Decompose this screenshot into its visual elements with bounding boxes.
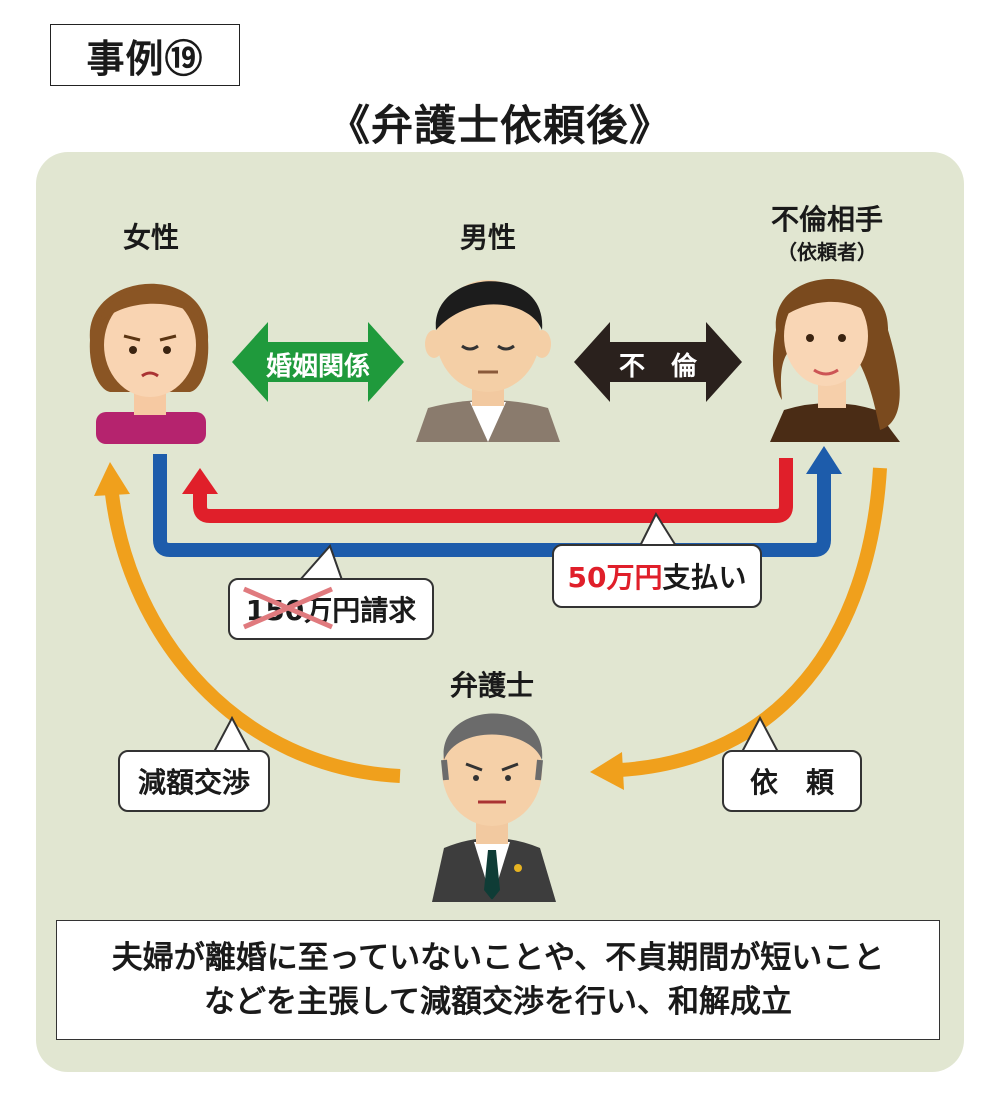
request-callout: 依 頼 [722,750,862,812]
claim-suffix: 請求 [360,594,417,627]
summary-line-2: などを主張して減額交渉を行い、和解成立 [203,984,793,1020]
lawyer-label: 弁護士 [449,669,534,702]
claim-amount-wrap: 150万円 [242,586,360,630]
strikethrough-cross [242,586,333,630]
man-label: 男性 [459,221,516,254]
man-figure [416,280,560,442]
claim-route-arrow [153,454,831,557]
payment-route-arrow [193,458,793,523]
claim-route-arrowhead [806,446,842,474]
negotiation-arrowhead [94,462,130,496]
marriage-arrow [232,322,404,402]
marriage-label: 婚姻関係 [265,352,370,382]
woman-label: 女性 [122,221,179,254]
payment-suffix: 支払い [662,561,747,594]
payment-route-arrowhead [182,468,218,494]
page-title: 《弁護士依頼後》 [327,101,672,150]
claim-callout: 150万円 請求 [228,578,434,640]
negotiation-callout-tail [213,715,251,753]
claim-callout-tail [299,544,343,581]
request-arrow [619,467,887,777]
summary-line-1: 夫婦が離婚に至っていないことや、不貞期間が短いこと [111,940,885,976]
summary-box: 夫婦が離婚に至っていないことや、不貞期間が短いこと などを主張して減額交渉を行い… [56,920,940,1040]
request-callout-tail [741,715,779,753]
lawyer-figure [432,713,556,902]
payment-callout: 50万円支払い [552,544,762,608]
affair-arrow [574,322,742,402]
negotiation-callout: 減額交渉 [118,750,270,812]
affair-partner-label: 不倫相手 [770,203,883,236]
woman-figure [89,283,209,444]
payment-amount: 50万円 [567,561,663,594]
affair-partner-note: （依頼者） [777,240,877,264]
affair-label: 不 倫 [618,352,697,382]
negotiation-arrow [105,493,401,783]
payment-callout-tail [639,511,677,547]
case-label: 事例⑲ [50,24,240,86]
affair-partner-figure [770,279,900,442]
request-arrowhead [590,752,624,790]
